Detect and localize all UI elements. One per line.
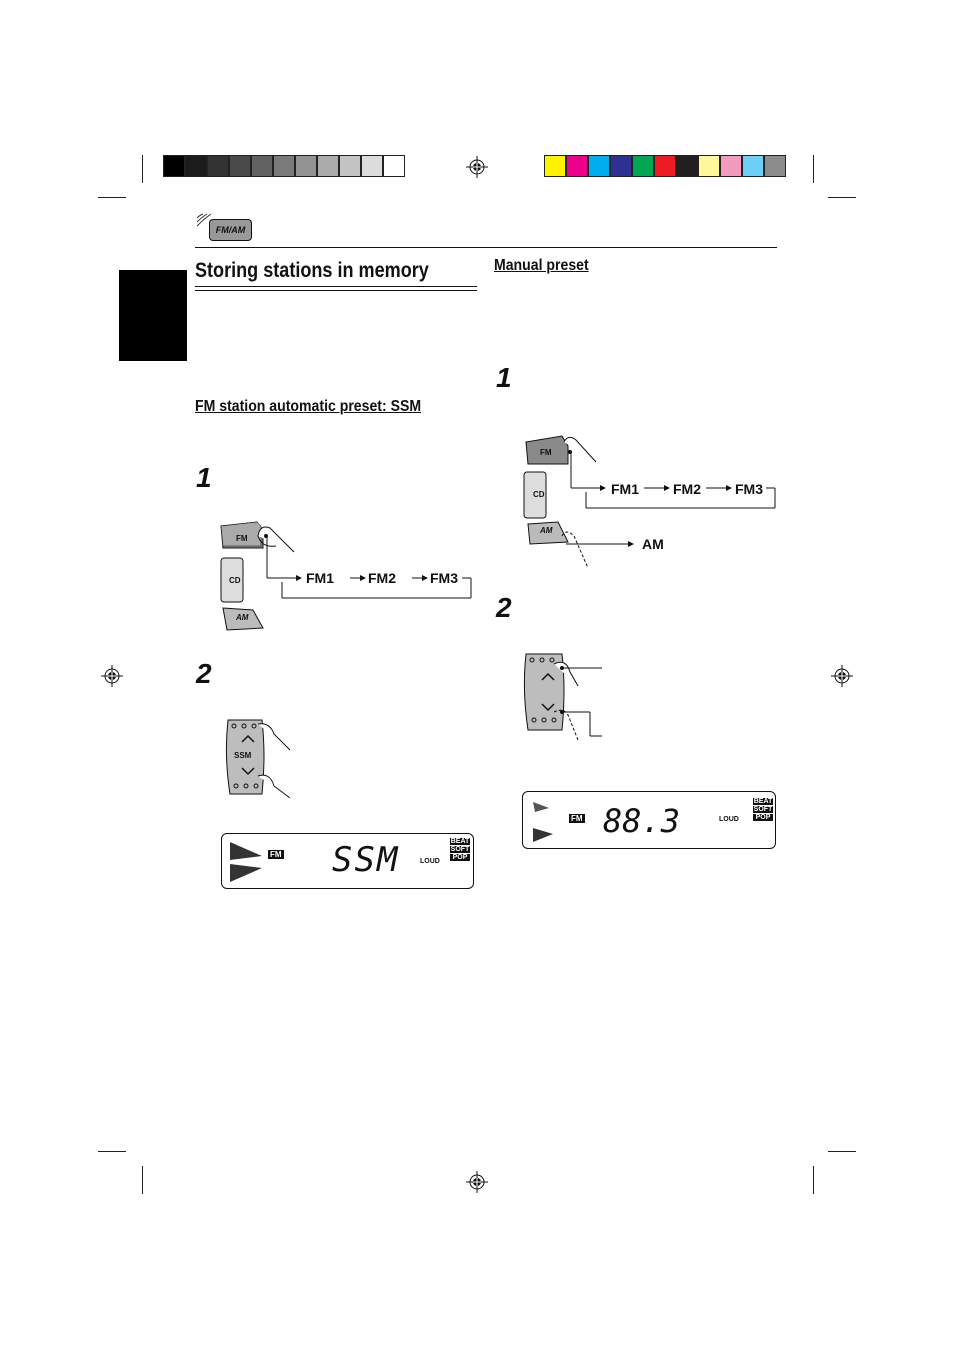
grayscale-calibration-bar <box>163 155 405 177</box>
crop-mark <box>813 155 814 183</box>
cd-button-label: CD <box>533 490 545 499</box>
color-swatch <box>764 155 786 177</box>
grayscale-swatch <box>229 155 251 177</box>
color-swatch <box>654 155 676 177</box>
am-button-label: AM <box>236 613 249 622</box>
band-indicator: FM <box>569 814 585 823</box>
grayscale-swatch <box>295 155 317 177</box>
mode-soft: SOFT <box>450 846 470 853</box>
level-meter-icon <box>230 842 262 882</box>
band-label-fm3: FM3 <box>430 570 458 586</box>
grayscale-swatch <box>361 155 383 177</box>
registration-target-icon <box>466 156 488 178</box>
band-label-fm1: FM1 <box>306 570 334 586</box>
grayscale-swatch <box>207 155 229 177</box>
loud-indicator: LOUD <box>420 858 440 865</box>
crop-mark <box>98 1151 126 1152</box>
registration-target-icon <box>101 665 123 687</box>
registration-target-icon <box>831 665 853 687</box>
step-number: 2 <box>496 592 512 623</box>
ssm-display-text: SSM <box>332 840 400 880</box>
fm-button-label: FM <box>236 534 248 543</box>
cd-button-label: CD <box>229 576 241 585</box>
title-underline <box>195 290 477 291</box>
frequency-readout: 88.3 <box>603 802 681 840</box>
mode-pop: POP <box>753 814 773 821</box>
crop-mark <box>828 1151 856 1152</box>
color-swatch <box>610 155 632 177</box>
radio-wave-icon <box>196 213 212 227</box>
registration-target-icon <box>466 1171 488 1193</box>
band-indicator: FM <box>268 850 284 859</box>
color-swatch <box>566 155 588 177</box>
step-number: 1 <box>496 362 512 393</box>
band-label-fm2: FM2 <box>673 481 701 497</box>
crop-mark <box>142 1166 143 1194</box>
sound-mode-stack: BEAT SOFT POP <box>450 838 470 861</box>
grayscale-swatch <box>273 155 295 177</box>
mode-beat: BEAT <box>450 838 470 845</box>
fm-band-flow-diagram <box>566 452 776 547</box>
ssm-control-illustration <box>225 719 291 798</box>
grayscale-swatch <box>317 155 339 177</box>
fm-am-badge: FM/AM <box>209 219 252 241</box>
color-swatch <box>632 155 654 177</box>
band-label-fm2: FM2 <box>368 570 396 586</box>
color-swatch <box>676 155 698 177</box>
finger-press-icon <box>257 526 295 553</box>
step-number: 2 <box>196 658 212 689</box>
color-swatch <box>588 155 610 177</box>
color-swatch <box>544 155 566 177</box>
am-button-label: AM <box>540 526 553 535</box>
grayscale-swatch <box>185 155 207 177</box>
band-buttons-illustration <box>220 521 264 631</box>
ssm-heading: FM station automatic preset: SSM <box>195 398 422 415</box>
grayscale-swatch <box>383 155 405 177</box>
ssm-button-label: SSM <box>234 751 252 760</box>
manual-preset-heading: Manual preset <box>494 257 589 274</box>
crop-mark <box>813 1166 814 1194</box>
level-meter-icon <box>533 802 553 842</box>
frequency-display-panel: FM 88.3 LOUD BEAT SOFT POP <box>522 791 776 849</box>
grayscale-swatch <box>251 155 273 177</box>
ssm-display-panel: FM SSM LOUD BEAT SOFT POP <box>221 833 474 889</box>
crop-mark <box>98 197 126 198</box>
mode-pop: POP <box>450 854 470 861</box>
color-calibration-bar <box>544 155 786 177</box>
header-rule <box>195 247 777 248</box>
fm-band-flow-diagram <box>266 536 472 599</box>
fm-am-badge-label: FM/AM <box>215 225 246 235</box>
color-swatch <box>698 155 720 177</box>
band-label-fm1: FM1 <box>611 481 639 497</box>
mode-beat: BEAT <box>753 798 773 805</box>
grayscale-swatch <box>163 155 185 177</box>
crop-mark <box>142 155 143 183</box>
mode-soft: SOFT <box>753 806 773 813</box>
page-title: Storing stations in memory <box>195 259 429 282</box>
color-swatch <box>742 155 764 177</box>
step-number: 1 <box>196 462 212 493</box>
language-tab <box>119 270 187 361</box>
title-underline <box>195 286 477 287</box>
band-label-am: AM <box>642 536 664 552</box>
sound-mode-stack: BEAT SOFT POP <box>753 798 773 821</box>
tuning-control-illustration <box>523 653 602 740</box>
band-label-fm3: FM3 <box>735 481 763 497</box>
crop-mark <box>828 197 856 198</box>
fm-button-label: FM <box>540 448 552 457</box>
loud-indicator: LOUD <box>719 816 739 823</box>
grayscale-swatch <box>339 155 361 177</box>
color-swatch <box>720 155 742 177</box>
